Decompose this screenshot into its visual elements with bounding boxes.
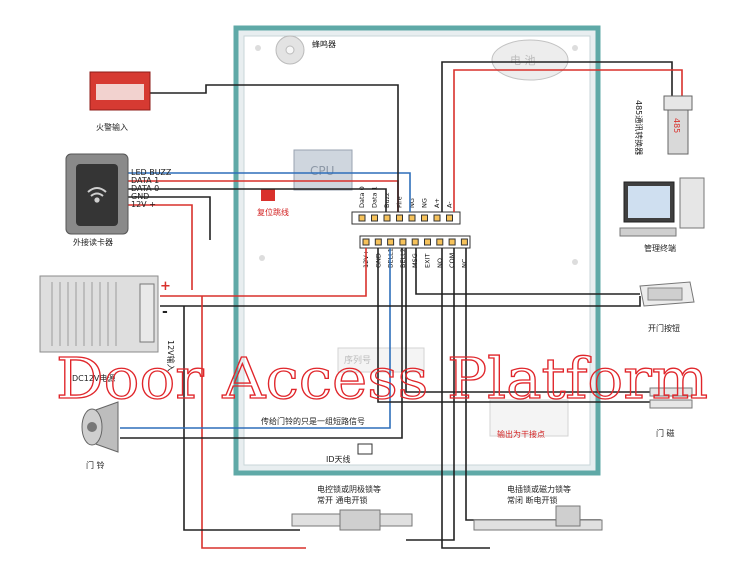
- bottom-terminal-6: [436, 238, 444, 246]
- converter-label: 485通讯转换器: [634, 100, 644, 155]
- converter-485: 485 485通讯转换器: [634, 95, 693, 155]
- reader-label: 外接读卡器: [73, 237, 113, 247]
- reader-wire-gnd: GND: [131, 192, 149, 201]
- power-plus: +: [160, 279, 171, 294]
- fire-alarm-label: 火警输入: [96, 122, 128, 132]
- buzzer-label: 蜂鸣器: [312, 39, 336, 49]
- power-label: DC12V电源: [72, 373, 115, 383]
- top-pin-label: Buzz: [383, 192, 391, 208]
- top-terminal-block: [351, 211, 461, 225]
- top-terminal-2: [383, 214, 391, 222]
- bottom-terminal-0: [362, 238, 370, 246]
- bottom-terminal-4: [411, 238, 419, 246]
- bottom-terminal-7: [448, 238, 456, 246]
- exit-button-label: 开门按钮: [648, 323, 680, 333]
- dry-contact-label: 输出为干接点: [497, 429, 545, 439]
- bottom-pin-label: BELL2: [399, 248, 407, 268]
- bottom-terminal-1: [374, 238, 382, 246]
- bottom-terminal-3: [399, 238, 407, 246]
- terminal-label: 管理终端: [644, 243, 676, 253]
- top-pin-label: A-: [446, 201, 454, 208]
- lock-left-line2: 常开 通电开锁: [317, 495, 368, 505]
- cpu-label: CPU: [310, 164, 334, 178]
- reset-label: 复位跳线: [257, 207, 289, 217]
- top-terminal-4: [408, 214, 416, 222]
- reader-wire-data1: DATA 1: [131, 176, 159, 185]
- management-terminal: 管理终端: [619, 177, 705, 253]
- lock-left: 电控锁或阴极锁等 常开 通电开锁: [291, 484, 413, 531]
- battery-label: 电 池: [510, 54, 536, 67]
- top-pin-label: A+: [433, 198, 441, 208]
- lock-right: 电插锁或磁力锁等 常闭 断电开锁: [473, 484, 603, 531]
- serial-label: 序列号: [344, 354, 371, 366]
- reader-wire-led: LED BUZZ: [131, 168, 172, 177]
- top-terminal-3: [396, 214, 403, 222]
- power-bracket-label: 12V输入: [166, 340, 176, 372]
- wires: [120, 61, 683, 549]
- bottom-terminal-2: [387, 238, 395, 246]
- controller-board: 蜂鸣器 电 池 CPU 复位跳线 序列号 输出为干接点 传给门铃的只是一组短路信…: [233, 25, 601, 476]
- magnetic-label: 门 磁: [656, 428, 675, 438]
- top-terminal-7: [446, 214, 453, 222]
- top-pin-label: Data 1: [371, 186, 379, 208]
- wifi-icon: [87, 187, 107, 203]
- bottom-pin-label: EXIT: [424, 254, 432, 268]
- bottom-pin-label: NC: [460, 258, 468, 268]
- antenna-label: ID天线: [326, 454, 351, 464]
- cpu-chip: CPU: [293, 149, 353, 191]
- top-pins: Data 0 Data 1 Buzz Fire NG NG A+ A-: [358, 186, 454, 222]
- converter-module-text: 485: [672, 118, 681, 133]
- fire-alarm: 火警输入: [89, 71, 151, 132]
- lock-right-line2: 常闭 断电开锁: [507, 495, 558, 505]
- bell-label: 门 铃: [86, 460, 105, 470]
- card-reader: 外接读卡器 LED BUZZ DATA 1 DATA 0 GND 12V +: [65, 153, 172, 247]
- bottom-terminal-8: [460, 238, 468, 246]
- bell-speaker: 门 铃: [81, 401, 119, 470]
- lock-left-line1: 电控锁或阴极锁等: [317, 484, 381, 494]
- reset-jumper: [261, 189, 275, 201]
- watermark-text: Door Access Platform: [56, 347, 708, 412]
- reader-wire-12v: 12V +: [131, 200, 156, 209]
- top-terminal-1: [371, 214, 378, 222]
- top-pin-label: NG: [408, 198, 416, 208]
- lock-right-line1: 电插锁或磁力锁等: [507, 484, 571, 494]
- reader-wire-data0: DATA 0: [131, 184, 159, 193]
- bell-note: 传给门铃的只是一组短路信号: [261, 416, 365, 426]
- top-pin-label: Data 0: [358, 186, 366, 208]
- top-pin-label: NG: [421, 198, 429, 208]
- top-terminal-5: [421, 214, 428, 222]
- top-terminal-6: [433, 214, 441, 222]
- top-pin-label: Fire: [396, 196, 404, 208]
- bottom-terminal-5: [424, 238, 431, 246]
- magnetic-contact: 门 磁: [649, 387, 693, 438]
- power-minus: -: [162, 304, 168, 320]
- power-supply: + - DC12V电源 12V输入: [39, 275, 176, 383]
- exit-button: 开门按钮: [639, 281, 695, 333]
- top-terminal-0: [358, 214, 366, 222]
- bottom-pin-label: NO: [436, 258, 444, 268]
- bottom-pin-label: COM: [448, 253, 456, 268]
